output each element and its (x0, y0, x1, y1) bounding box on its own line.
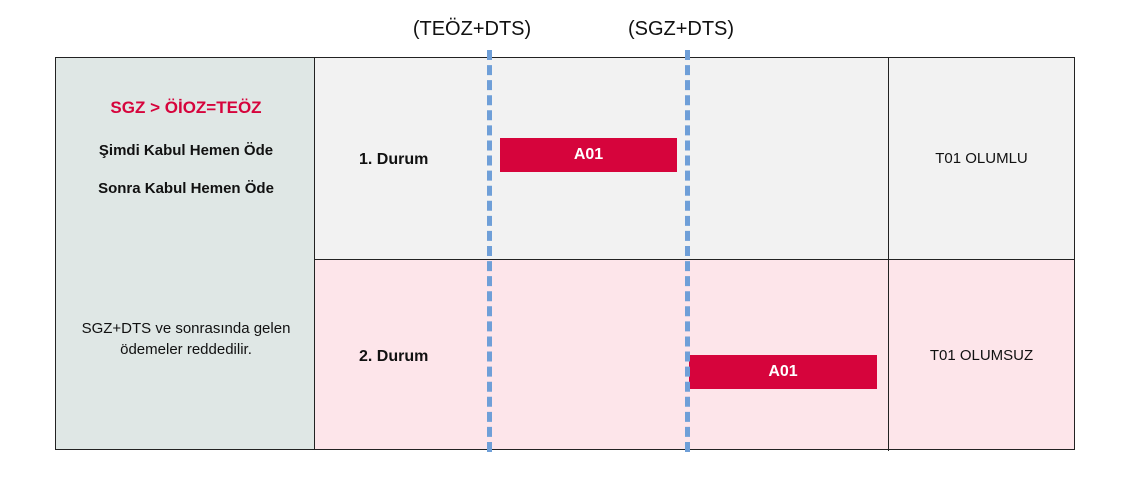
timeline-bar-1: A01 (500, 138, 677, 172)
case-row-1: 1. Durum T01 OLUMLU (315, 56, 1075, 261)
marker-line-sgz-dts (685, 50, 690, 452)
marker-label-teoz-dts: (TEÖZ+DTS) (412, 18, 532, 40)
result-cell-2: T01 OLUMSUZ (888, 258, 1075, 451)
result-text-2: T01 OLUMSUZ (929, 346, 1034, 364)
rule-panel: SGZ > ÖİOZ=TEÖZ Şimdi Kabul Hemen Öde So… (55, 57, 315, 450)
rule-line-1: Şimdi Kabul Hemen Öde (98, 142, 274, 159)
rule-title: SGZ > ÖİOZ=TEÖZ (110, 98, 262, 117)
case-label-1: 1. Durum (359, 151, 429, 168)
marker-line-teoz-dts (487, 50, 492, 452)
rule-note: SGZ+DTS ve sonrasında gelen ödemeler red… (81, 320, 291, 358)
result-cell-1: T01 OLUMLU (888, 56, 1075, 261)
marker-label-sgz-dts: (SGZ+DTS) (627, 18, 735, 40)
rule-line-2: Sonra Kabul Hemen Öde (98, 180, 274, 197)
case-row-2: 2. Durum T01 OLUMSUZ (315, 258, 1075, 451)
case-label-2: 2. Durum (359, 348, 429, 365)
timeline-bar-2: A01 (689, 355, 877, 389)
result-text-1: T01 OLUMLU (935, 149, 1028, 167)
